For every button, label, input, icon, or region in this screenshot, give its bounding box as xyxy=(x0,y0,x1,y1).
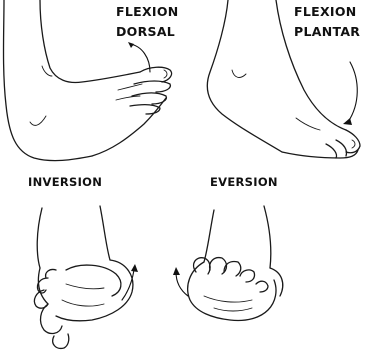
label-flexion-plantar-line1: FLEXION xyxy=(294,4,357,19)
inversion-foot-toe-4 xyxy=(46,269,56,278)
eversion-foot-sole-lines xyxy=(204,296,252,311)
inversion-foot-heel xyxy=(66,265,121,296)
eversion-foot-toe-5 xyxy=(256,281,268,292)
dorsal-foot-toe-2 xyxy=(134,81,170,92)
dorsal-foot-leg-back xyxy=(4,0,93,161)
plantar-arrowhead xyxy=(343,118,352,125)
inversion-arrow xyxy=(122,270,134,300)
eversion-foot-toe-big xyxy=(194,258,211,274)
plantar-arrow xyxy=(348,62,357,122)
dorsal-foot-toe-lines xyxy=(116,84,142,100)
dorsal-foot-ankle-mark xyxy=(30,116,46,125)
dorsal-foot-toe-3 xyxy=(132,93,166,104)
plantar-foot-leg-back xyxy=(207,0,282,152)
inversion-foot xyxy=(34,206,138,348)
inversion-foot-toe-big xyxy=(41,304,62,333)
label-flexion-dorsal-line1: FLEXION xyxy=(116,4,179,19)
eversion-foot-leg-left xyxy=(204,210,214,262)
inversion-foot-leg-left xyxy=(37,208,42,268)
inversion-foot-sole-lines xyxy=(62,284,104,306)
label-flexion-dorsal-line2: DORSAL xyxy=(116,24,175,39)
plantar-foot-leg-front xyxy=(276,0,346,130)
label-flexion-plantar-line2: PLANTAR xyxy=(294,24,360,39)
dorsal-foot-nail xyxy=(164,70,167,78)
dorsal-foot-sole xyxy=(92,98,166,156)
plantar-foot-crease xyxy=(296,118,320,130)
plantar-foot-nail xyxy=(352,140,355,148)
plantar-foot-toe-2 xyxy=(336,140,347,156)
eversion-arrowhead xyxy=(173,267,180,275)
eversion-foot-leg-right xyxy=(264,206,271,268)
inversion-foot-toe-5 xyxy=(53,334,69,348)
plantar-foot-toe-1 xyxy=(346,130,360,153)
dorsal-arrow xyxy=(130,44,150,72)
plantar-foot-toe-3 xyxy=(326,144,337,158)
eversion-foot-toe-4 xyxy=(240,270,255,282)
dorsal-arrowhead xyxy=(128,42,134,48)
eversion-foot xyxy=(173,206,283,321)
inversion-arrowhead xyxy=(131,264,138,272)
inversion-foot-leg-right xyxy=(100,206,110,260)
label-eversion: EVERSION xyxy=(210,175,278,189)
label-inversion: INVERSION xyxy=(28,175,102,189)
plantar-foot-ankle-mark xyxy=(232,70,246,77)
dorsal-foot-toe-4 xyxy=(130,105,160,114)
eversion-arrow xyxy=(176,272,188,296)
